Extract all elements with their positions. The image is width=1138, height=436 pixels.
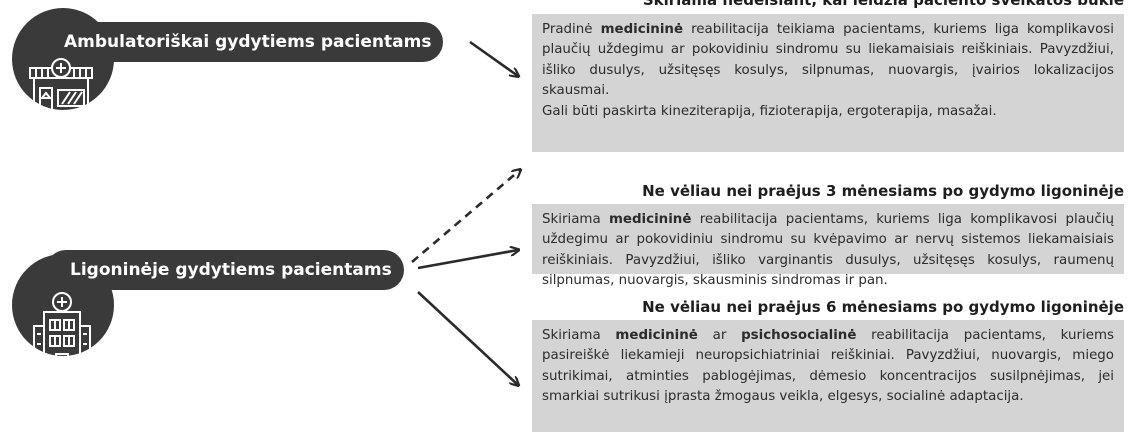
section-2-text-post: reabilitacija pacientams, kuriems liga k… — [542, 212, 1114, 289]
section-3-header: Ne vėliau nei praėjus 6 mėnesiams po gyd… — [642, 298, 1124, 316]
hospital-group-label: Ligoninėje gydytiems pacientams — [46, 250, 404, 290]
arrow-hospital-to-6-months — [417, 291, 518, 385]
section-3-text-pre: Skiriama — [542, 328, 616, 343]
ambulatory-group-label: Ambulatoriškai gydytiems pacientams — [46, 22, 444, 62]
section-1-bold: medicininė — [600, 22, 684, 37]
section-3-text-mid: ar — [697, 328, 742, 343]
section-3-bold-1: medicininė — [615, 328, 698, 343]
section-1-paragraph: Pradinė medicininė reabilitacija teikiam… — [542, 20, 1114, 102]
section-2-bold: medicininė — [608, 212, 692, 227]
section-1-box: Pradinė medicininė reabilitacija teikiam… — [532, 14, 1124, 152]
section-3-box: Skiriama medicininė ar psichosocialinė r… — [532, 320, 1124, 432]
section-3-text-post: reabilitacija pacientams, kuriems pasire… — [542, 328, 1114, 405]
arrow-hospital-to-initial-dashed — [411, 170, 520, 263]
section-1-text-post: reabilitacija teikiama pacientams, kurie… — [542, 22, 1114, 99]
arrow-hospital-to-3-months — [417, 250, 518, 270]
pharmacy-icon — [29, 58, 93, 115]
section-2-paragraph: Skiriama medicininė reabilitacija pacien… — [542, 210, 1114, 292]
section-2-text-pre: Skiriama — [542, 212, 609, 227]
section-3-paragraph: Skiriama medicininė ar psichosocialinė r… — [542, 326, 1114, 408]
section-1-header: Skiriama nedelsiant, kai leidžia pacient… — [642, 0, 1124, 9]
hospital-icon — [33, 292, 91, 373]
section-1-text-pre: Pradinė — [542, 22, 601, 37]
section-3-bold-2: psichosocialinė — [741, 328, 857, 343]
arrow-ambulatory-to-initial — [469, 40, 518, 76]
section-2-box: Skiriama medicininė reabilitacija pacien… — [532, 204, 1124, 288]
section-2-header: Ne vėliau nei praėjus 3 mėnesiams po gyd… — [642, 182, 1124, 200]
section-1-line2: Gali būti paskirta kineziterapija, fizio… — [542, 103, 997, 119]
